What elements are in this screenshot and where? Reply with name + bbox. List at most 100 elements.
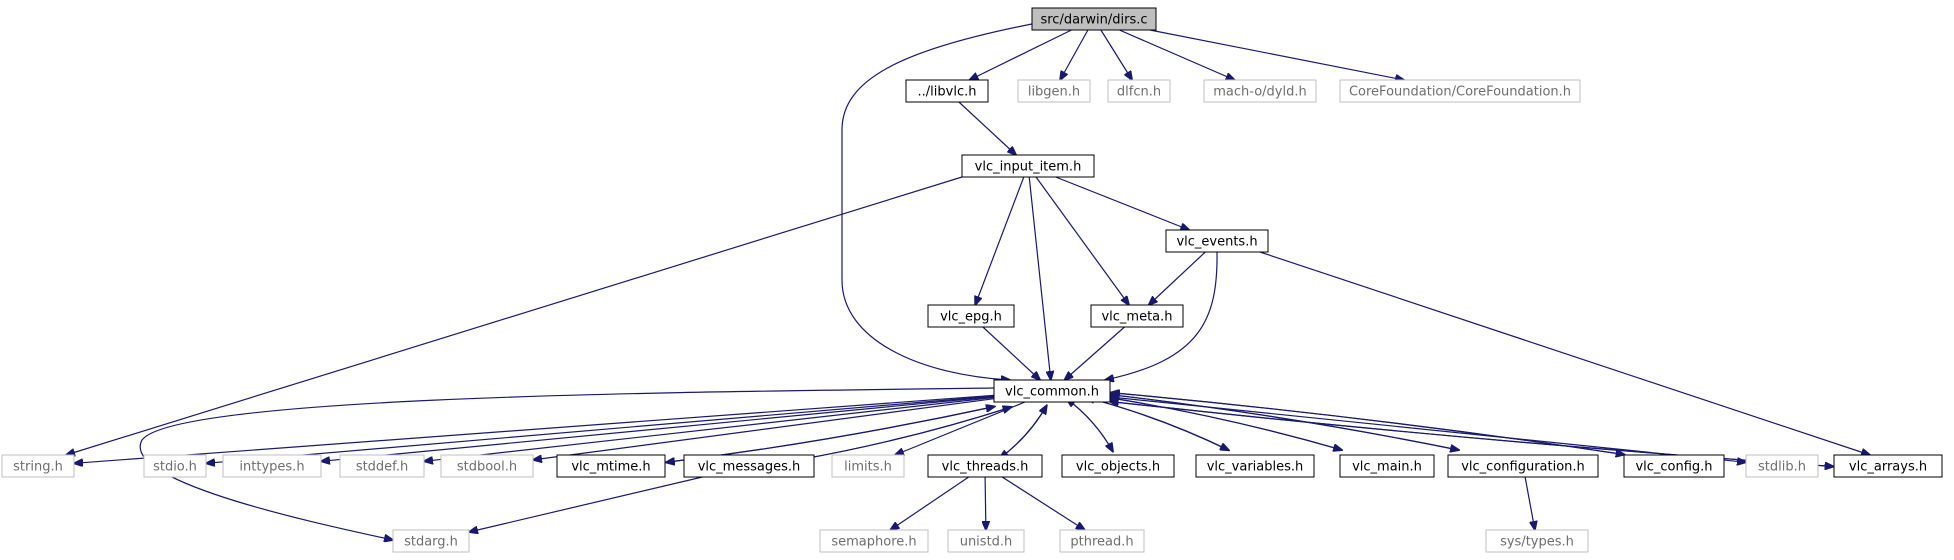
- node-box-libgen_h: [1017, 79, 1091, 103]
- node-label-vlc_meta_h: vlc_meta.h: [1101, 310, 1172, 325]
- node-sys_types_h: sys/types.h: [1485, 529, 1589, 553]
- node-box-vlc_arrays_h: [1833, 454, 1943, 478]
- edge-vlc_events_h-to-vlc_arrays_h: [1259, 251, 1870, 455]
- node-label-dyld_h: mach-o/dyld.h: [1213, 85, 1306, 100]
- node-label-stdarg_h: stdarg.h: [404, 535, 458, 550]
- node-box-unistd_h: [947, 529, 1025, 553]
- node-box-string_h: [1, 454, 75, 478]
- node-box-vlc_threads_h: [927, 454, 1043, 478]
- node-vlc_events_h[interactable]: vlc_events.h: [1165, 229, 1269, 253]
- node-label-sys_types_h: sys/types.h: [1500, 535, 1574, 550]
- edge-vlc_messages_h-to-stdarg_h: [469, 476, 703, 532]
- node-label-stdbool_h: stdbool.h: [457, 460, 517, 475]
- node-label-vlc_main_h: vlc_main.h: [1352, 460, 1422, 475]
- edge-vlc_objects_h-to-vlc_common_h: [1067, 399, 1114, 452]
- node-label-vlc_messages_h: vlc_messages.h: [698, 460, 801, 475]
- node-label-semaphore_h: semaphore.h: [831, 535, 916, 550]
- edge-vlc_common_h-to-inttypes_h: [321, 396, 995, 462]
- node-label-stdlib_h: stdlib.h: [1758, 460, 1806, 475]
- edge-dirs_c-to-vlc_common_h: [841, 23, 1033, 380]
- node-box-vlc_common_h: [993, 379, 1111, 403]
- node-box-inttypes_h: [222, 454, 322, 478]
- edge-vlc_epg_h-to-vlc_common_h: [982, 326, 1040, 380]
- node-dirs_c[interactable]: src/darwin/dirs.c: [1031, 7, 1157, 31]
- node-inttypes_h: inttypes.h: [222, 454, 322, 478]
- node-dyld_h: mach-o/dyld.h: [1203, 79, 1317, 103]
- node-corefoundation_h: CoreFoundation/CoreFoundation.h: [1339, 79, 1581, 103]
- node-vlc_objects_h[interactable]: vlc_objects.h: [1061, 454, 1175, 478]
- node-stdarg_h: stdarg.h: [392, 529, 470, 553]
- edge-vlc_common_h-to-vlc_threads_h: [1000, 405, 1048, 458]
- edge-vlc_config_h-to-vlc_common_h: [1111, 393, 1625, 456]
- node-box-vlc_variables_h: [1195, 454, 1315, 478]
- node-vlc_epg_h[interactable]: vlc_epg.h: [927, 304, 1015, 328]
- node-limits_h: limits.h: [831, 454, 905, 478]
- edge-vlc_input_item_h-to-vlc_epg_h: [975, 176, 1025, 305]
- edge-dirs_c-to-dyld_h: [1119, 29, 1234, 80]
- node-semaphore_h: semaphore.h: [819, 529, 929, 553]
- node-box-dlfcn_h: [1107, 79, 1171, 103]
- node-box-pthread_h: [1059, 529, 1145, 553]
- node-box-semaphore_h: [819, 529, 929, 553]
- node-box-libvlc_h: [905, 79, 989, 103]
- node-stdlib_h: stdlib.h: [1745, 454, 1819, 478]
- edge-vlc_configuration_h-to-vlc_common_h: [1111, 395, 1460, 451]
- node-vlc_config_h[interactable]: vlc_config.h: [1623, 454, 1725, 478]
- node-label-stddef_h: stddef.h: [356, 460, 408, 475]
- edge-vlc_common_h-to-limits_h: [895, 401, 1026, 455]
- node-unistd_h: unistd.h: [947, 529, 1025, 553]
- node-box-sys_types_h: [1485, 529, 1589, 553]
- edge-vlc_threads_h-to-pthread_h: [1001, 476, 1085, 530]
- node-label-inttypes_h: inttypes.h: [239, 460, 304, 475]
- edge-vlc_events_h-to-vlc_common_h: [1105, 251, 1218, 380]
- node-box-limits_h: [831, 454, 905, 478]
- edge-vlc_common_h-to-string_h: [74, 394, 995, 463]
- node-box-vlc_objects_h: [1061, 454, 1175, 478]
- node-stdbool_h: stdbool.h: [440, 454, 534, 478]
- node-label-vlc_configuration_h: vlc_configuration.h: [1461, 460, 1585, 475]
- node-label-vlc_input_item_h: vlc_input_item.h: [975, 160, 1082, 175]
- node-vlc_common_h[interactable]: vlc_common.h: [993, 379, 1111, 403]
- node-vlc_meta_h[interactable]: vlc_meta.h: [1090, 304, 1184, 328]
- node-label-limits_h: limits.h: [844, 460, 892, 475]
- node-libvlc_h[interactable]: ../libvlc.h: [905, 79, 989, 103]
- edge-vlc_arrays_h-to-vlc_common_h: [1110, 402, 1834, 468]
- node-libgen_h: libgen.h: [1017, 79, 1091, 103]
- edge-dirs_c-to-libvlc_h: [970, 29, 1072, 80]
- node-pthread_h: pthread.h: [1059, 529, 1145, 553]
- node-vlc_threads_h[interactable]: vlc_threads.h: [927, 454, 1043, 478]
- edge-vlc_common_h-to-stdbool_h: [533, 398, 995, 460]
- node-box-vlc_input_item_h: [961, 154, 1095, 178]
- node-box-vlc_epg_h: [927, 304, 1015, 328]
- edge-vlc_common_h-to-stdarg_h: [139, 387, 995, 540]
- node-box-stddef_h: [339, 454, 425, 478]
- node-label-vlc_objects_h: vlc_objects.h: [1076, 460, 1160, 475]
- edge-vlc_common_h-to-stdio_h: [206, 395, 995, 463]
- edge-vlc_common_h-to-stddef_h: [424, 396, 995, 462]
- node-label-vlc_epg_h: vlc_epg.h: [940, 310, 1002, 325]
- edge-libvlc_h-to-vlc_input_item_h: [958, 101, 1016, 155]
- node-box-vlc_messages_h: [683, 454, 815, 478]
- node-label-vlc_variables_h: vlc_variables.h: [1207, 460, 1304, 475]
- node-label-vlc_config_h: vlc_config.h: [1635, 460, 1712, 475]
- node-box-stdio_h: [143, 454, 207, 478]
- edge-vlc_common_h-to-vlc_objects_h: [1066, 398, 1114, 452]
- node-vlc_main_h[interactable]: vlc_main.h: [1339, 454, 1435, 478]
- node-vlc_mtime_h[interactable]: vlc_mtime.h: [556, 454, 666, 478]
- node-vlc_arrays_h[interactable]: vlc_arrays.h: [1833, 454, 1943, 478]
- node-box-vlc_configuration_h: [1447, 454, 1599, 478]
- node-vlc_variables_h[interactable]: vlc_variables.h: [1195, 454, 1315, 478]
- node-label-vlc_arrays_h: vlc_arrays.h: [1849, 460, 1927, 475]
- node-stddef_h: stddef.h: [339, 454, 425, 478]
- node-label-dirs_c: src/darwin/dirs.c: [1040, 13, 1147, 28]
- node-vlc_messages_h[interactable]: vlc_messages.h: [683, 454, 815, 478]
- edge-dirs_c-to-corefoundation_h: [1149, 29, 1404, 80]
- edge-vlc_main_h-to-vlc_common_h: [1106, 397, 1343, 451]
- edge-vlc_threads_h-to-vlc_common_h: [999, 405, 1047, 459]
- node-box-vlc_mtime_h: [556, 454, 666, 478]
- edge-vlc_input_item_h-to-vlc_common_h: [1028, 176, 1051, 380]
- node-vlc_input_item_h[interactable]: vlc_input_item.h: [961, 154, 1095, 178]
- node-vlc_configuration_h[interactable]: vlc_configuration.h: [1447, 454, 1599, 478]
